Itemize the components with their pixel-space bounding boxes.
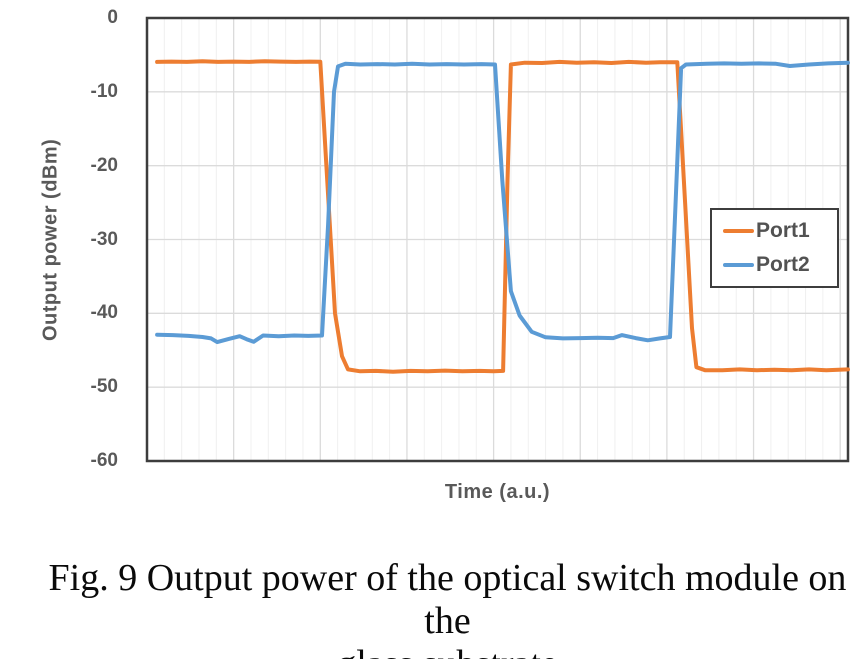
chart-legend: Port1 Port2: [710, 208, 839, 288]
legend-label-port2: Port2: [756, 252, 810, 276]
series-line-port1: [155, 59, 850, 374]
figure-caption: Fig. 9 Output power of the optical switc…: [0, 557, 865, 659]
y-tick-label: -30: [90, 228, 118, 250]
port1-line-swatch: [723, 229, 754, 234]
y-tick-label: -10: [90, 80, 118, 102]
plot-frame: [145, 16, 850, 463]
figure-caption-line2: glass substrate: [30, 643, 865, 659]
y-tick-label: 0: [107, 7, 118, 28]
chart-canvas: [145, 16, 850, 463]
y-tick-label: -40: [90, 302, 118, 324]
figure-caption-line1: Fig. 9 Output power of the optical switc…: [48, 557, 847, 642]
series-line-port2: [155, 60, 850, 345]
y-tick-label: -20: [90, 154, 118, 176]
port2-line-swatch: [723, 262, 754, 267]
legend-label-port1: Port1: [756, 219, 810, 243]
legend-entry-port2: Port2: [723, 253, 837, 277]
legend-entry-port1: Port1: [723, 219, 837, 243]
y-tick-label: -60: [90, 450, 118, 471]
y-tick-label: -50: [90, 376, 118, 398]
x-axis-title: Time (a.u.): [444, 481, 551, 503]
